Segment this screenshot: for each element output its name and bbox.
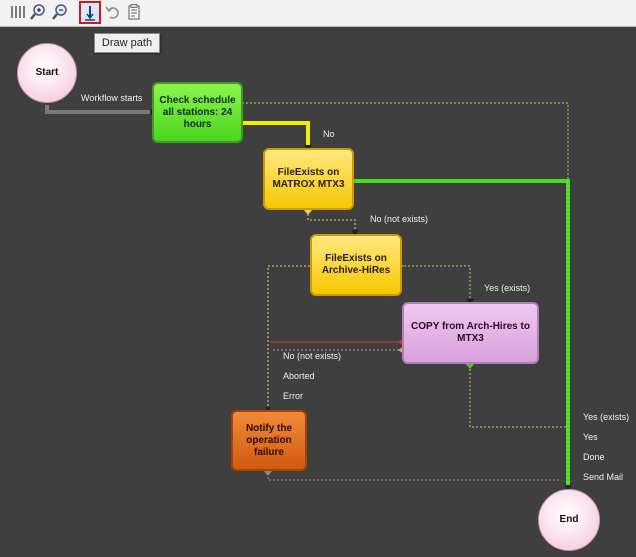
copy-arch-node[interactable]: COPY from Arch-Hires to MTX3 bbox=[402, 302, 539, 364]
edge-label-error: Error bbox=[283, 391, 303, 401]
edge-label-aborted: Aborted bbox=[283, 371, 315, 381]
port-end-in bbox=[564, 485, 572, 491]
port-notify-out bbox=[263, 470, 273, 476]
edge-label-no-not-exists-2: No (not exists) bbox=[283, 351, 342, 361]
port-matrox-down bbox=[303, 209, 313, 215]
fileexists-matrox-label: FileExists on MATROX MTX3 bbox=[272, 167, 345, 190]
path-check-to-matrox bbox=[240, 121, 310, 147]
notify-failure-node[interactable]: Notify the operation failure bbox=[231, 410, 307, 471]
undo-icon[interactable] bbox=[103, 2, 123, 22]
edge-label-done: Done bbox=[583, 452, 605, 462]
end-node[interactable]: End bbox=[538, 489, 600, 551]
edge-label-yes: Yes bbox=[583, 432, 598, 442]
draw-path-button[interactable] bbox=[79, 1, 101, 24]
fileexists-matrox-node[interactable]: FileExists on MATROX MTX3 bbox=[263, 148, 354, 210]
zoom-out-icon[interactable] bbox=[50, 2, 70, 22]
path-copy-to-end bbox=[469, 365, 568, 428]
toolbar bbox=[0, 0, 636, 27]
edge-label-send-mail: Send Mail bbox=[583, 472, 624, 482]
edge-label-yes-exists-2: Yes (exists) bbox=[583, 412, 630, 422]
workflow-canvas[interactable]: Start Check schedule all stations: 24 ho… bbox=[0, 27, 636, 557]
copy-arch-label: COPY from Arch-Hires to MTX3 bbox=[411, 321, 530, 344]
path-check-to-end-dotted bbox=[242, 102, 569, 487]
port-archive-in bbox=[351, 230, 359, 236]
notify-failure-label: Notify the operation failure bbox=[245, 422, 293, 458]
start-label: Start bbox=[35, 67, 59, 78]
port-copy-out bbox=[465, 363, 475, 369]
edge-label-yes-exists-1: Yes (exists) bbox=[484, 283, 531, 293]
path-start-to-check bbox=[45, 105, 153, 114]
path-notify-to-end bbox=[267, 473, 560, 481]
zoom-in-icon[interactable] bbox=[28, 2, 48, 22]
fileexists-archive-node[interactable]: FileExists on Archive-HiRes bbox=[310, 234, 402, 296]
edge-label-workflow-starts: Workflow starts bbox=[81, 93, 143, 103]
start-node[interactable]: Start bbox=[17, 43, 77, 103]
end-label: End bbox=[559, 514, 579, 525]
fileexists-archive-label: FileExists on Archive-HiRes bbox=[321, 253, 391, 276]
draw-path-icon bbox=[85, 5, 95, 21]
path-matrox-to-archive bbox=[307, 210, 356, 233]
edge-label-no-not-exists-1: No (not exists) bbox=[370, 214, 429, 224]
check-schedule-node[interactable]: Check schedule all stations: 24 hours bbox=[152, 82, 243, 143]
edge-label-no: No bbox=[323, 129, 335, 139]
path-archive-to-copy bbox=[400, 265, 471, 302]
check-schedule-label: Check schedule all stations: 24 hours bbox=[159, 94, 236, 130]
grid-icon[interactable] bbox=[8, 2, 28, 22]
clipboard-icon[interactable] bbox=[124, 2, 144, 22]
path-archive-to-notify bbox=[267, 265, 310, 409]
tooltip: Draw path bbox=[94, 33, 160, 53]
port-notify-in bbox=[265, 407, 271, 412]
